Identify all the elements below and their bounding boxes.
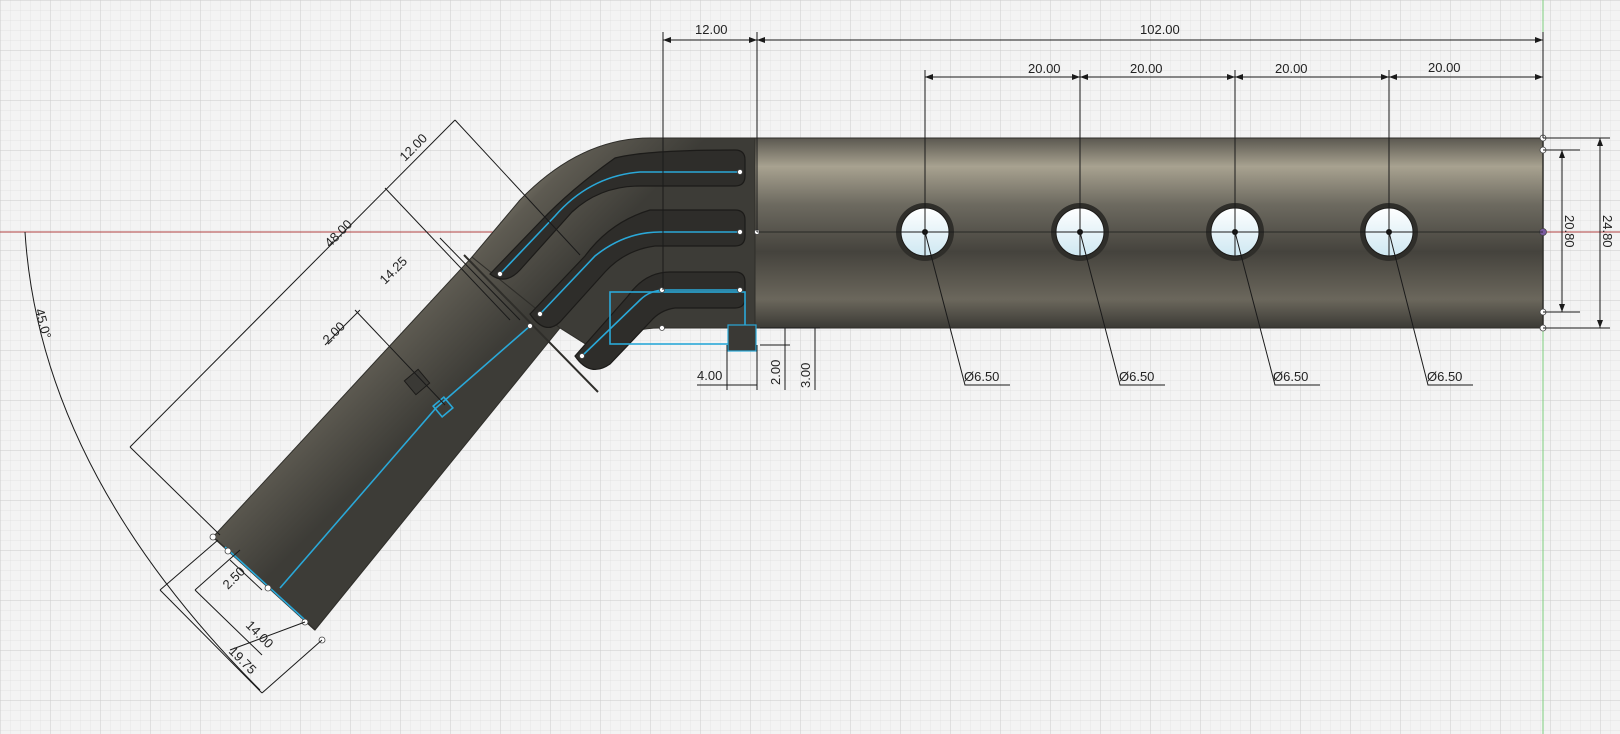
- dim-spacing-3[interactable]: 20.00: [1275, 61, 1308, 76]
- slot-tab[interactable]: [727, 324, 757, 352]
- dim-hole-4[interactable]: Ø6.50: [1427, 369, 1462, 384]
- dim-spacing-2[interactable]: 20.00: [1130, 61, 1163, 76]
- sketch-points[interactable]: [209, 134, 1547, 644]
- side-tab[interactable]: [403, 368, 431, 396]
- sketch-lines[interactable]: [224, 171, 746, 621]
- dim-slot-3[interactable]: 3.00: [798, 363, 813, 388]
- dimension-lines: [24, 32, 1610, 694]
- dim-top-total[interactable]: 102.00: [1140, 22, 1180, 37]
- bend-slots[interactable]: [489, 149, 746, 371]
- dim-slot-4[interactable]: 4.00: [697, 368, 722, 383]
- dim-hole-2[interactable]: Ø6.50: [1119, 369, 1154, 384]
- dim-slot-2[interactable]: 2.00: [768, 360, 783, 385]
- dim-hole-3[interactable]: Ø6.50: [1273, 369, 1308, 384]
- arrowheads: [663, 37, 1603, 328]
- dim-spacing-4[interactable]: 20.00: [1428, 60, 1461, 75]
- dim-hole-1[interactable]: Ø6.50: [964, 369, 999, 384]
- dim-top-width[interactable]: 12.00: [695, 22, 728, 37]
- dim-spacing-1[interactable]: 20.00: [1028, 61, 1061, 76]
- dim-outer-diameter[interactable]: 24.80: [1600, 215, 1615, 248]
- dim-inner-diameter[interactable]: 20.80: [1562, 215, 1577, 248]
